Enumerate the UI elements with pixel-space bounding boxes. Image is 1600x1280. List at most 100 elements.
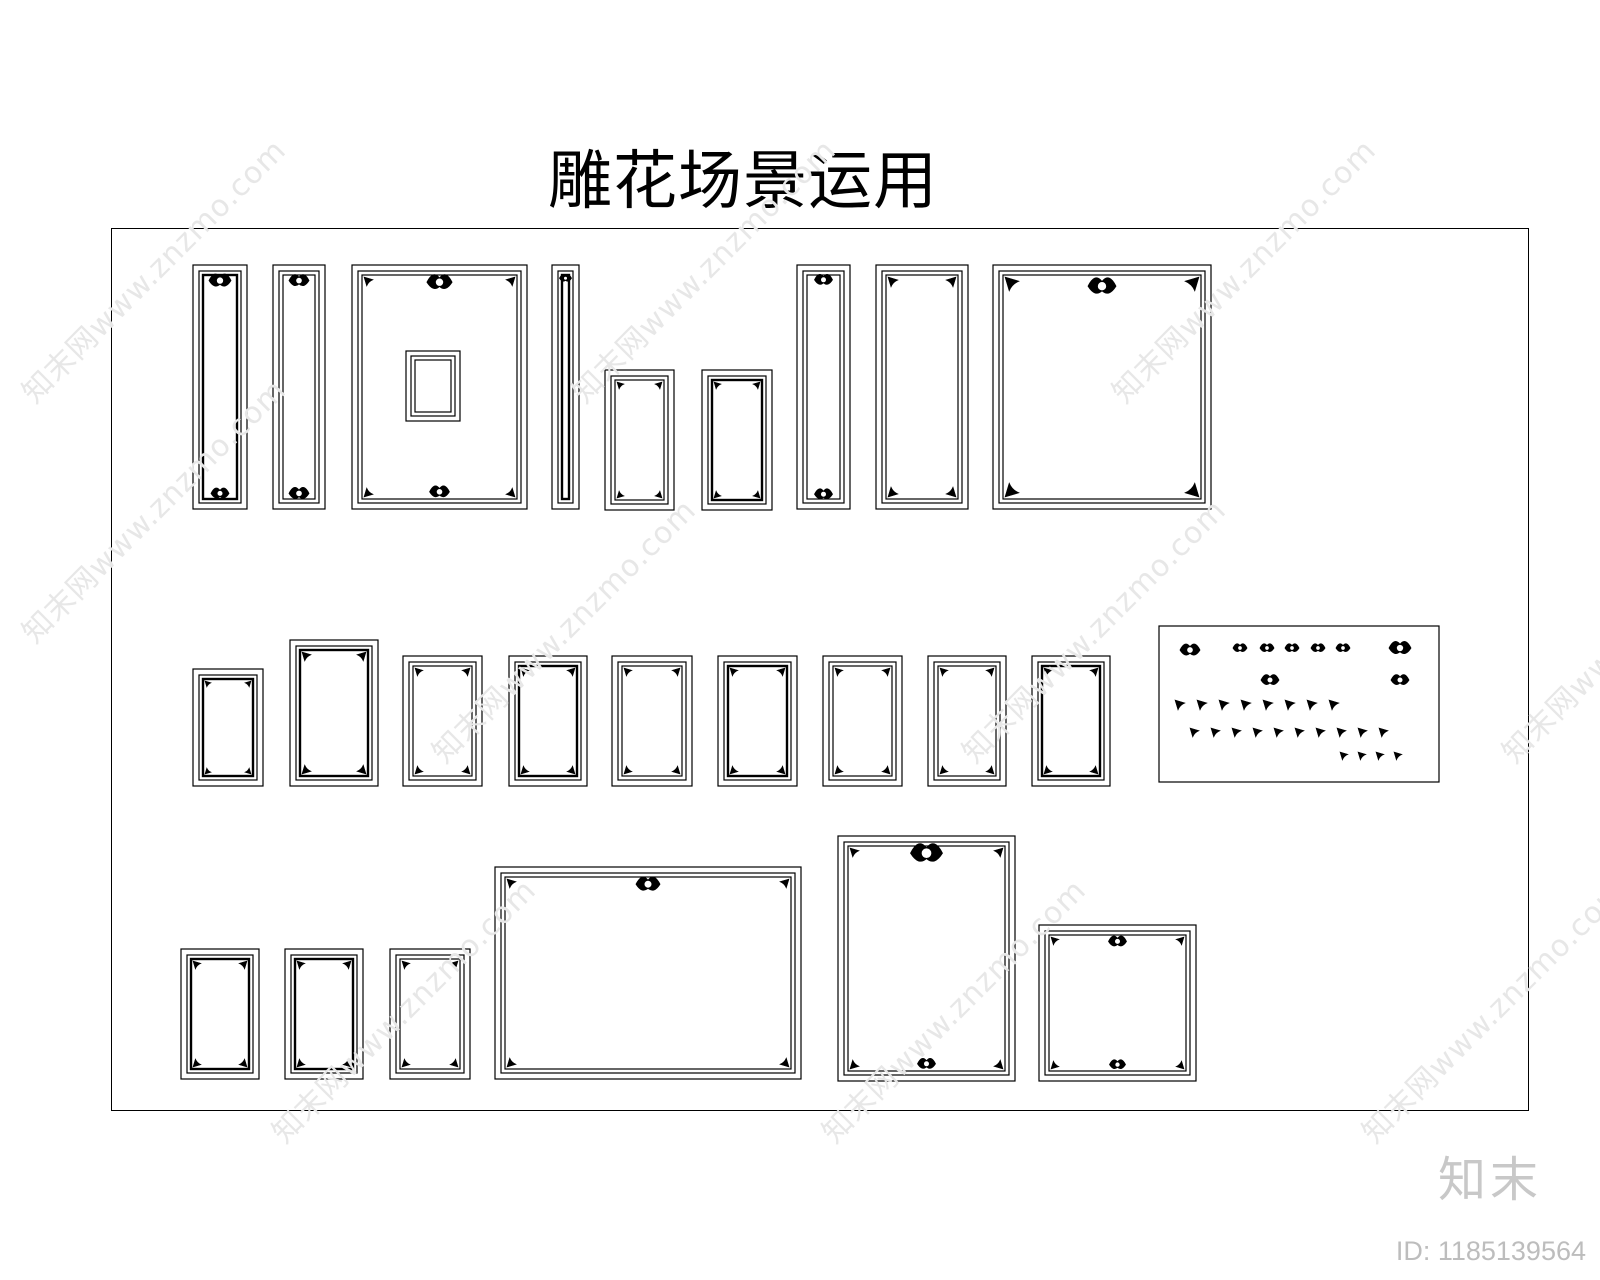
carving-ornament xyxy=(1179,643,1201,656)
corner-carving xyxy=(296,960,306,970)
carved-panel xyxy=(192,668,264,787)
corner-carving xyxy=(461,667,471,677)
corner-carving xyxy=(1196,699,1208,711)
corner-carving xyxy=(461,765,471,775)
corner-carving xyxy=(1189,727,1200,738)
corner-carving xyxy=(881,667,891,677)
corner-carving xyxy=(505,276,516,287)
corner-carving xyxy=(752,490,761,499)
carving-ornament xyxy=(910,843,943,862)
carving-ornament xyxy=(1232,643,1248,652)
carved-panel xyxy=(611,655,693,787)
corner-carving xyxy=(729,667,739,677)
corner-carving xyxy=(887,486,899,498)
carving-ornament xyxy=(1390,674,1410,685)
corner-carving xyxy=(985,667,995,677)
corner-carving xyxy=(1306,699,1318,711)
corner-carving xyxy=(401,1058,411,1068)
corner-carving xyxy=(776,765,786,775)
corner-carving xyxy=(356,764,367,775)
corner-carving xyxy=(671,667,681,677)
carving-ornament xyxy=(1310,643,1326,652)
corner-carving xyxy=(1375,751,1385,761)
carved-panel xyxy=(551,264,580,510)
corner-carving xyxy=(1218,699,1230,711)
corner-carving xyxy=(1284,699,1296,711)
carved-panel xyxy=(796,264,851,510)
corner-carving xyxy=(238,1058,248,1068)
corner-carving xyxy=(449,1058,459,1068)
corner-carving xyxy=(301,764,312,775)
carving-ornament xyxy=(429,485,450,498)
corner-carving xyxy=(566,765,576,775)
corner-carving xyxy=(729,765,739,775)
carved-panel xyxy=(837,835,1016,1082)
corner-carving xyxy=(244,767,252,775)
corner-carving xyxy=(1357,751,1367,761)
corner-carving xyxy=(1393,751,1403,761)
carved-panel xyxy=(508,655,588,787)
corner-carving xyxy=(505,487,516,498)
carving-ornament xyxy=(210,487,230,499)
corner-carving xyxy=(566,667,576,677)
corner-carving xyxy=(1210,727,1221,738)
corner-carving xyxy=(506,1057,517,1068)
corner-carving xyxy=(1231,727,1242,738)
corner-carving xyxy=(192,1058,202,1068)
corner-carving xyxy=(520,765,530,775)
carving-ornament xyxy=(1087,277,1117,294)
carving-ornament xyxy=(1335,643,1351,652)
carving-ornament xyxy=(426,274,453,289)
ornament-samples xyxy=(1158,625,1440,783)
corner-carving xyxy=(192,960,202,970)
corner-carving xyxy=(985,765,995,775)
corner-carving xyxy=(671,765,681,775)
corner-carving xyxy=(1357,727,1368,738)
carved-panel xyxy=(180,948,260,1080)
corner-carving xyxy=(1043,765,1053,775)
corner-carving xyxy=(1174,699,1186,711)
carved-panel xyxy=(717,655,798,787)
corner-carving xyxy=(1184,482,1200,498)
corner-carving xyxy=(779,1057,790,1068)
corner-carving xyxy=(1004,482,1020,498)
corner-carving xyxy=(939,667,949,677)
carved-panel xyxy=(284,948,364,1080)
corner-carving xyxy=(401,960,411,970)
carving-ornament xyxy=(814,488,833,500)
carving-ornament xyxy=(1284,643,1300,652)
carving-ornament xyxy=(288,487,310,499)
carved-panel xyxy=(1031,655,1111,787)
corner-carving xyxy=(1175,1060,1185,1070)
corner-carving xyxy=(1089,765,1099,775)
corner-carving xyxy=(834,765,844,775)
carved-panel xyxy=(402,655,483,787)
corner-carving xyxy=(1089,667,1099,677)
corner-carving xyxy=(1004,276,1020,292)
corner-carving xyxy=(244,680,252,688)
corner-carving xyxy=(616,381,625,390)
carving-ornament xyxy=(208,273,232,287)
corner-carving xyxy=(363,487,374,498)
corner-carving xyxy=(713,381,722,390)
carving-ornament xyxy=(1259,643,1275,652)
corner-carving xyxy=(1328,699,1340,711)
corner-carving xyxy=(520,667,530,677)
corner-carving xyxy=(993,1059,1004,1070)
carved-panel xyxy=(992,264,1212,510)
carved-panel xyxy=(927,655,1007,787)
corner-carving xyxy=(1262,699,1274,711)
carving-ornament xyxy=(288,274,310,287)
corner-carving xyxy=(654,490,663,499)
corner-carving xyxy=(449,960,459,970)
corner-carving xyxy=(1050,936,1060,946)
corner-carving xyxy=(776,667,786,677)
corner-carving xyxy=(849,1059,860,1070)
corner-carving xyxy=(1184,276,1200,292)
carved-panel xyxy=(604,369,675,511)
corner-carving xyxy=(654,381,663,390)
corner-carving xyxy=(1294,727,1305,738)
corner-carving xyxy=(414,667,424,677)
carving-ornament xyxy=(1260,674,1280,685)
